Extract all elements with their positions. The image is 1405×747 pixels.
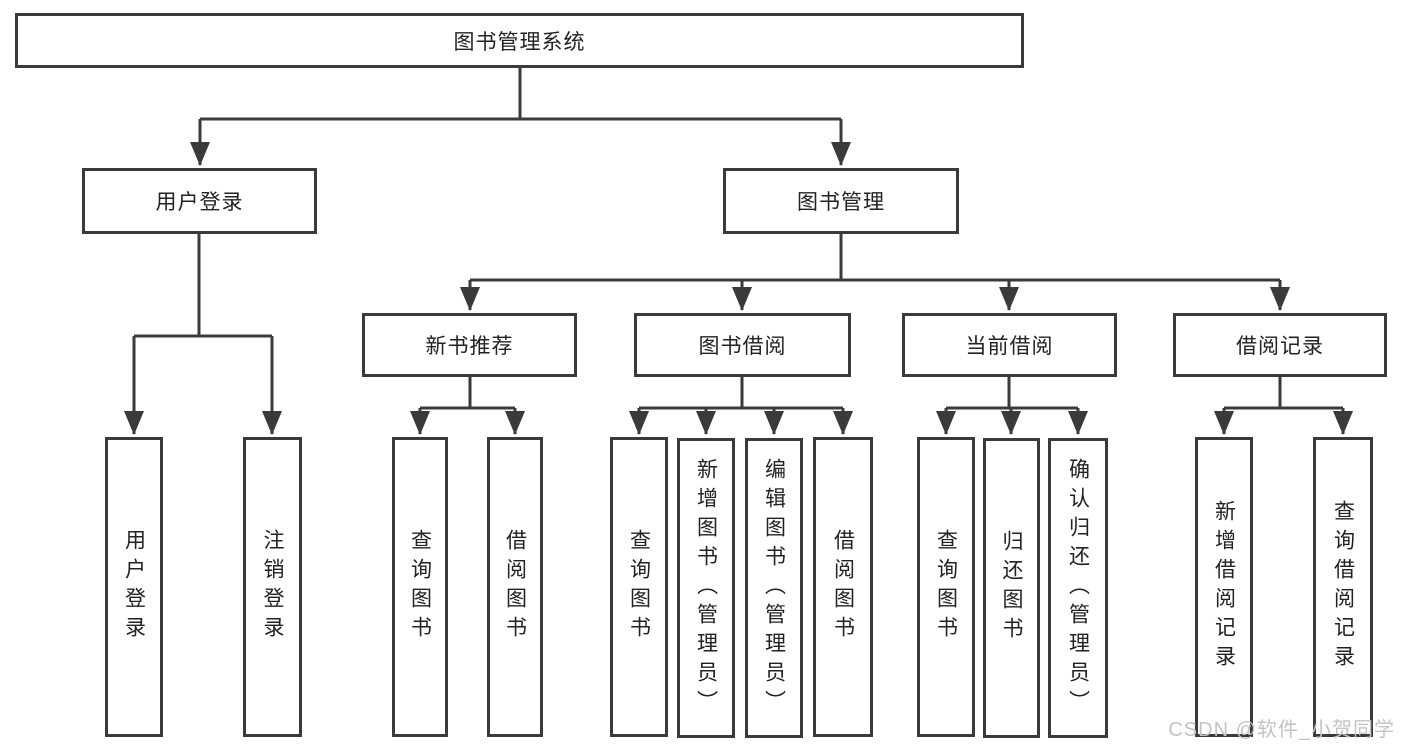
leaf-query-borrow-record-label: 查询借阅记录 — [1331, 500, 1355, 674]
node-book-management-label: 图书管理 — [797, 191, 885, 214]
leaf-borrow-book-1: 借阅图书 — [487, 437, 543, 737]
leaf-return-book: 归还图书 — [983, 438, 1040, 738]
leaf-logout: 注销登录 — [243, 437, 302, 737]
node-new-book-recommendation-label: 新书推荐 — [425, 335, 514, 358]
leaf-borrow-book-2-label: 借阅图书 — [831, 529, 855, 645]
leaf-borrow-book-2: 借阅图书 — [813, 437, 873, 737]
leaf-query-book-3-label: 查询图书 — [934, 529, 958, 645]
leaf-user-login: 用户登录 — [105, 437, 163, 737]
leaf-borrow-book-1-label: 借阅图书 — [503, 529, 527, 645]
node-book-borrowing: 图书借阅 — [634, 313, 851, 377]
leaf-add-borrow-record: 新增借阅记录 — [1195, 437, 1253, 737]
leaf-add-book-label: 新增图书（管理员） — [694, 457, 718, 719]
csdn-watermark: CSDN @软件_小贺同学 — [1168, 719, 1395, 741]
node-borrowing-record-label: 借阅记录 — [1236, 335, 1324, 358]
node-user-login-label: 用户登录 — [155, 191, 244, 214]
leaf-confirm-return: 确认归还（管理员） — [1048, 438, 1108, 738]
node-current-borrowing: 当前借阅 — [902, 313, 1117, 377]
leaf-query-book-2: 查询图书 — [610, 437, 668, 737]
leaf-query-book-1-label: 查询图书 — [408, 529, 432, 645]
node-root-label: 图书管理系统 — [453, 30, 586, 54]
leaf-query-borrow-record: 查询借阅记录 — [1313, 437, 1373, 737]
leaf-query-book-3: 查询图书 — [917, 437, 975, 737]
leaf-logout-label: 注销登录 — [261, 529, 284, 645]
node-user-login: 用户登录 — [82, 168, 317, 234]
leaf-return-book-label: 归还图书 — [1000, 530, 1023, 646]
leaf-edit-book: 编辑图书（管理员） — [745, 438, 803, 738]
node-new-book-recommendation: 新书推荐 — [362, 313, 577, 377]
node-book-borrowing-label: 图书借阅 — [698, 335, 787, 358]
node-book-management: 图书管理 — [723, 168, 959, 234]
node-current-borrowing-label: 当前借阅 — [965, 335, 1054, 358]
leaf-user-login-label: 用户登录 — [122, 529, 146, 645]
node-borrowing-record: 借阅记录 — [1173, 313, 1387, 377]
leaf-confirm-return-label: 确认归还（管理员） — [1066, 457, 1090, 719]
leaf-query-book-1: 查询图书 — [392, 437, 448, 737]
node-root: 图书管理系统 — [15, 13, 1024, 68]
leaf-edit-book-label: 编辑图书（管理员） — [762, 457, 786, 719]
leaf-query-book-2-label: 查询图书 — [627, 529, 651, 645]
leaf-add-borrow-record-label: 新增借阅记录 — [1212, 500, 1236, 674]
leaf-add-book: 新增图书（管理员） — [677, 438, 735, 738]
